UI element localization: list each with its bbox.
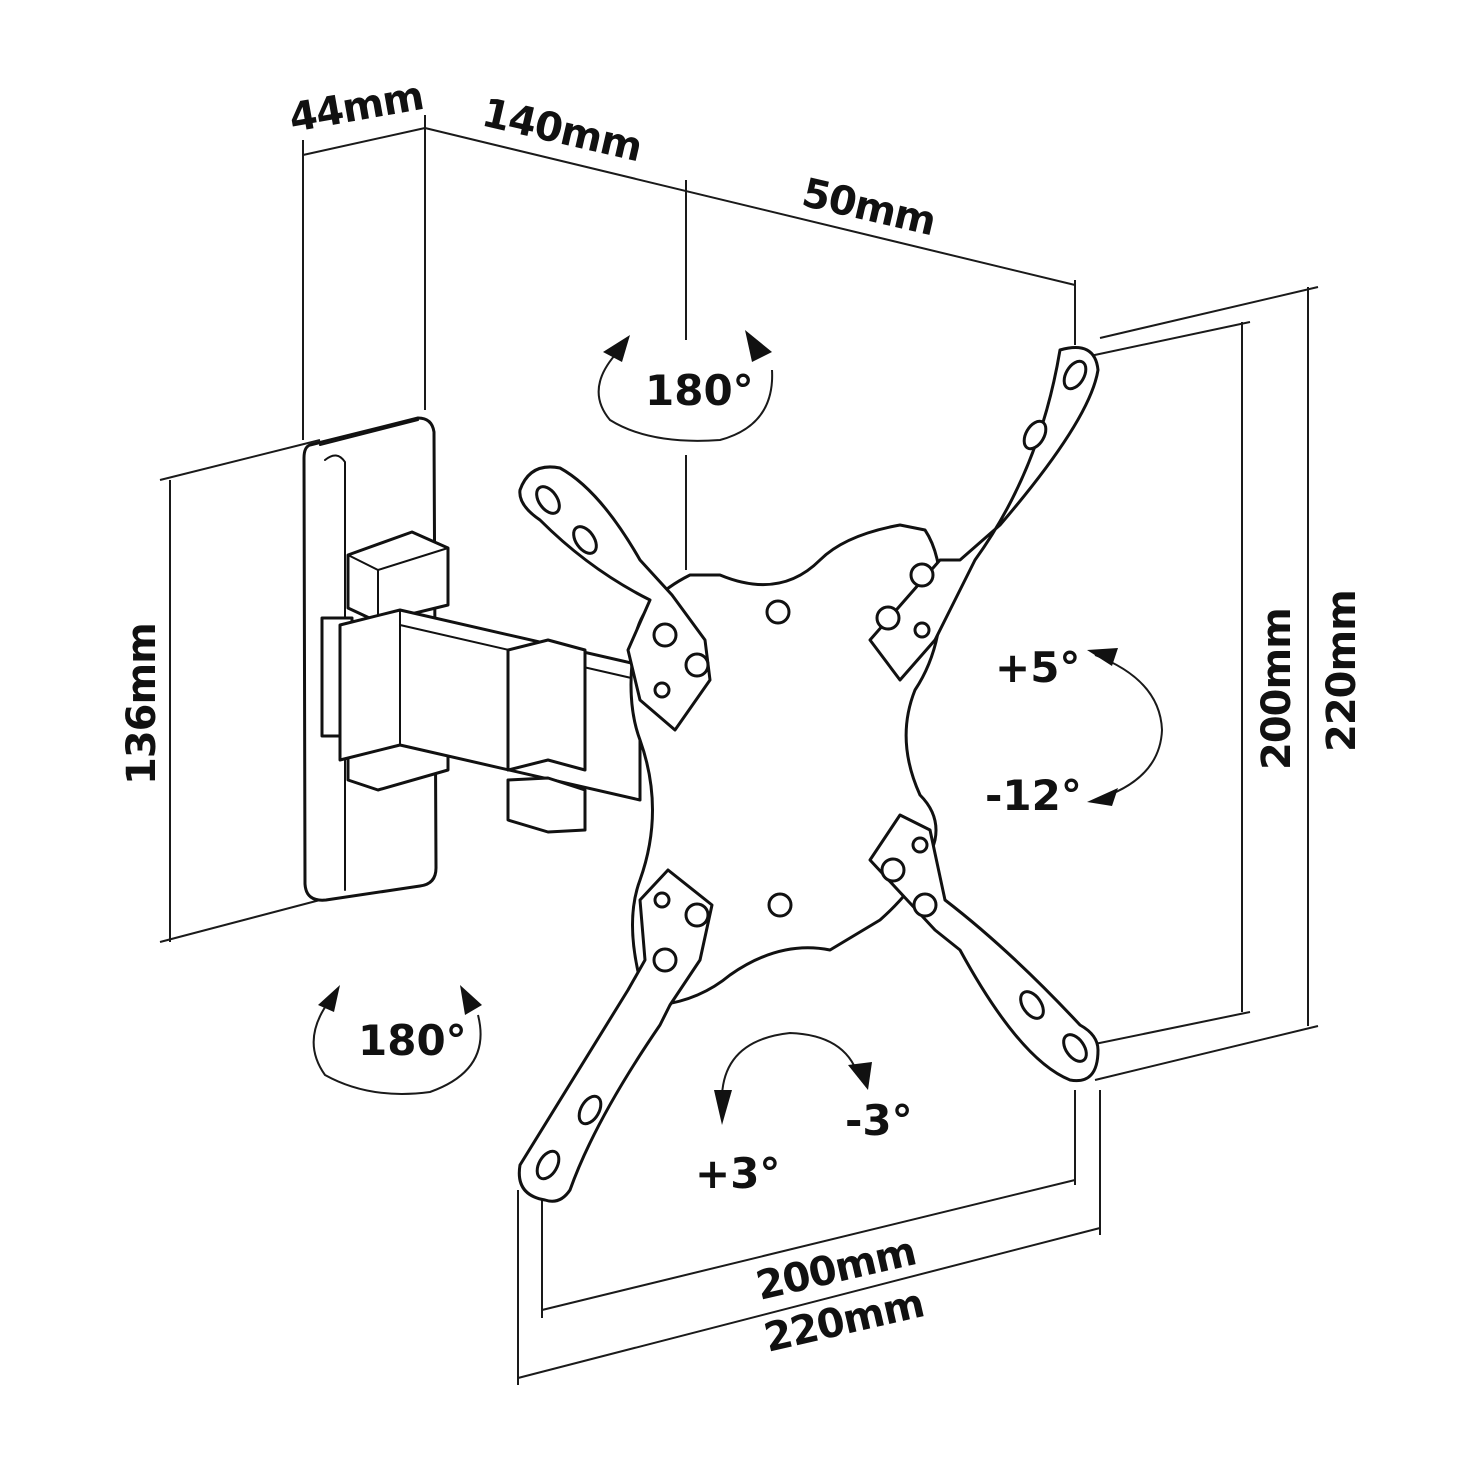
arm-swivel-label: 180° <box>645 366 754 415</box>
vesa-vertical-inner-label: 200mm <box>1254 608 1300 770</box>
rotation-arrows <box>312 330 1164 1125</box>
vesa-vertical-outer-label: 220mm <box>1319 590 1365 752</box>
rotation-labels: 180° 180° +5° -12° +3° -3° <box>358 366 1082 1198</box>
mount-arm <box>338 608 642 834</box>
plate-height-label: 136mm <box>119 623 165 785</box>
arm-extension-min-label: 50mm <box>798 170 940 245</box>
rotate-neg-label: -3° <box>845 1096 913 1145</box>
tilt-up-label: +5° <box>995 643 1080 692</box>
tilt-down-label: -12° <box>985 771 1082 820</box>
wall-swivel-label: 180° <box>358 1016 467 1065</box>
arm-extension-total-label: 140mm <box>478 90 646 171</box>
vesa-plate <box>517 346 1100 1203</box>
rotate-pos-label: +3° <box>695 1149 780 1198</box>
dimension-lines <box>159 115 1319 1385</box>
